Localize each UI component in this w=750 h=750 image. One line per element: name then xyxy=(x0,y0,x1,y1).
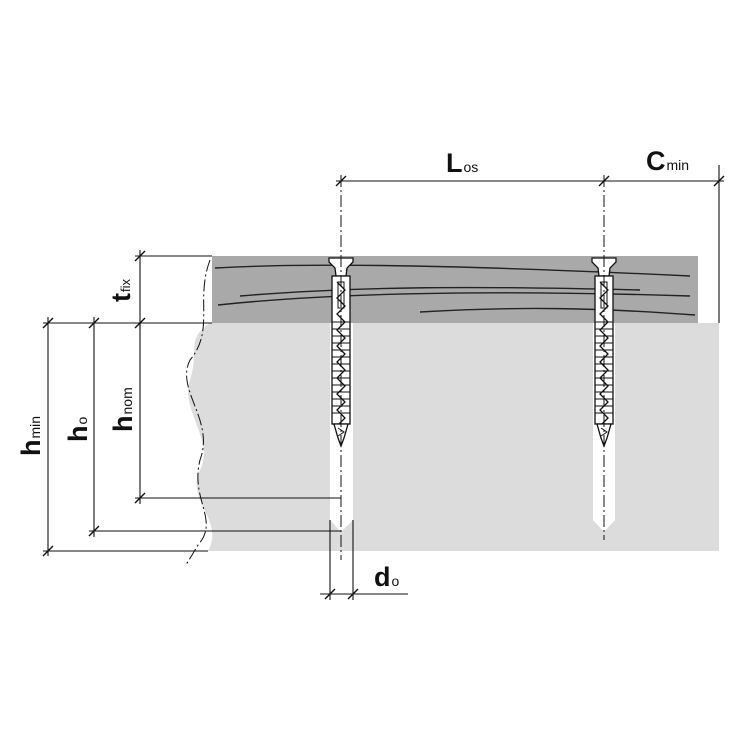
edge-distance-label: Cmin xyxy=(646,146,689,176)
fixture-thickness-dimension xyxy=(90,250,212,329)
drill-diameter-label: do xyxy=(374,562,400,592)
spacing-dimension xyxy=(335,165,725,323)
drill-depth-dimension xyxy=(88,317,341,537)
break-line xyxy=(184,259,211,567)
fixture-thickness-label: tfix xyxy=(106,279,136,303)
min-member-thickness-dimension xyxy=(42,317,208,557)
embedment-depth-label: hnom xyxy=(108,387,138,432)
min-member-thickness-label: hmin xyxy=(16,416,46,456)
embedment-depth-dimension xyxy=(134,323,341,504)
spacing-label: Los xyxy=(446,148,478,178)
base-material xyxy=(188,323,719,551)
drill-depth-label: ho xyxy=(63,417,93,443)
drill-diameter-dimension xyxy=(320,520,408,600)
